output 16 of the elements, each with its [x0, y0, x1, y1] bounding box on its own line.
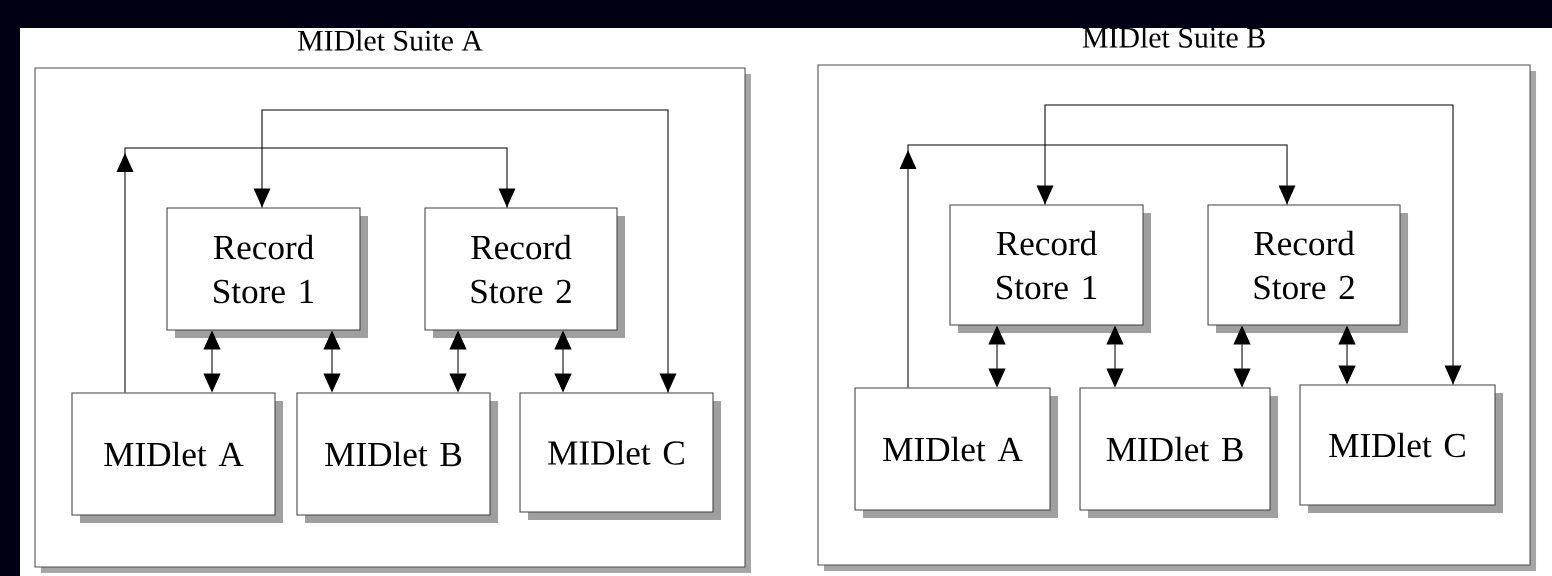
- component-box: Record Store 2: [424, 207, 625, 338]
- component-box: MIDlet A: [71, 392, 283, 523]
- node-label: MIDlet Suite B: [1082, 26, 1265, 48]
- arrow: [1036, 104, 1462, 385]
- node-label: MIDlet Suite A: [297, 29, 483, 51]
- arrow: [899, 144, 1296, 388]
- component-box: MIDlet B: [296, 392, 498, 523]
- component-box: Record Store 2: [1207, 204, 1408, 333]
- component-box: Record Store 1: [166, 207, 368, 338]
- arrow: [116, 147, 516, 393]
- component-box: Record Store 1: [949, 204, 1151, 333]
- component-box: MIDlet C: [519, 392, 721, 520]
- component-box: MIDlet C: [1299, 384, 1504, 513]
- arrow: [253, 109, 677, 393]
- component-box: MIDlet B: [1079, 387, 1278, 518]
- component-box: MIDlet A: [854, 387, 1058, 518]
